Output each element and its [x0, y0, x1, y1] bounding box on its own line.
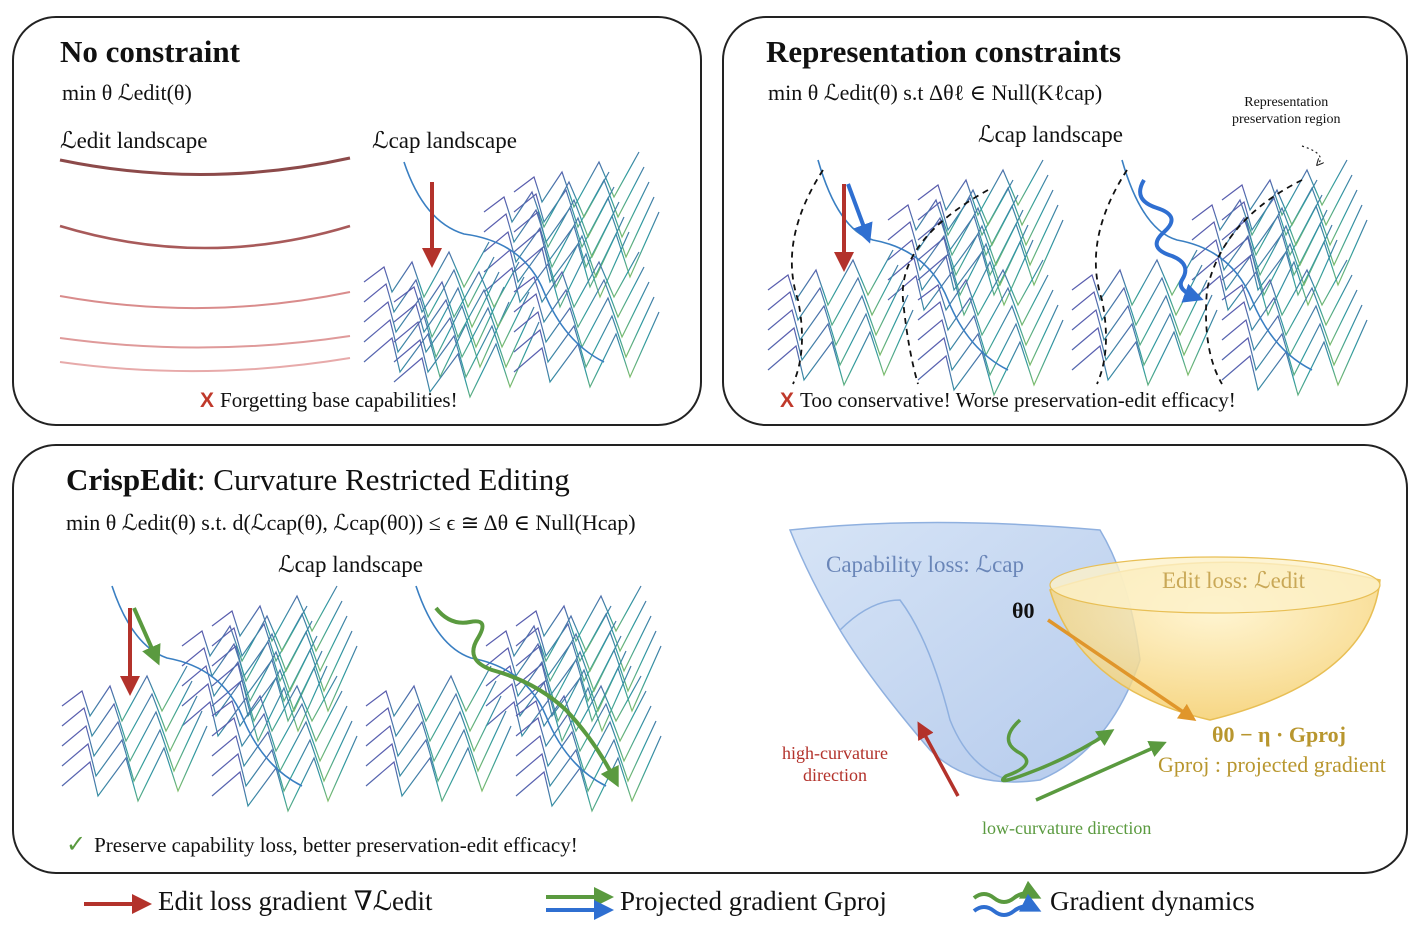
cap-contour-plot-right — [365, 585, 662, 812]
cap-landscape-label: ℒcap landscape — [278, 552, 423, 577]
x-mark-icon: X — [200, 389, 215, 412]
cap-contour-plot-left — [767, 159, 1064, 396]
edit-curve — [59, 156, 351, 176]
low-curvature-dynamics — [1001, 718, 1115, 783]
cap-contour-plot — [363, 151, 660, 398]
success-note: ✓Preserve capability loss, better preser… — [66, 830, 578, 858]
projected-gradient-arrow — [132, 607, 161, 666]
cap-landscape-label: ℒcap landscape — [372, 128, 517, 153]
edit-curve — [59, 335, 351, 349]
panel-no-constraint — [12, 16, 702, 426]
gproj-label: Gproj : projected gradient — [1158, 752, 1386, 777]
gradient-dynamics-path — [1138, 178, 1204, 303]
cap-landscape-label: ℒcap landscape — [978, 122, 1123, 147]
edit-curve — [59, 224, 351, 250]
x-mark-icon: X — [780, 389, 795, 412]
update-label: θ0 − η · Gproj — [1212, 722, 1346, 747]
cap-contour-plot-right — [1071, 145, 1368, 396]
legend-edit-gradient: Edit loss gradient ∇ℒedit — [158, 886, 433, 916]
edit-loss-label: Edit loss: ℒedit — [1162, 568, 1306, 593]
check-icon: ✓ — [66, 830, 87, 858]
edit-curve — [59, 357, 351, 373]
loss-surface-illustration — [788, 521, 1381, 802]
objective-formula: min θ ℒedit(θ) s.t. d(ℒcap(θ), ℒcap(θ0))… — [66, 510, 636, 535]
legend-gradient-dynamics-waves — [972, 880, 1042, 917]
region-note: Representation preservation region — [1232, 95, 1341, 127]
panel-title: CrispEdit: Curvature Restricted Editing — [66, 462, 570, 497]
panel-title: No constraint — [60, 34, 240, 69]
cap-contour-plot-left — [61, 585, 358, 812]
gradient-dynamics-path — [434, 606, 619, 788]
panel-title: Representation constraints — [766, 34, 1122, 69]
high-curvature-arrow — [917, 721, 960, 797]
high-curvature-label: high-curvature direction — [782, 743, 888, 785]
legend-projected-gradient: Projected gradient Gproj — [620, 886, 887, 916]
capability-loss-label: Capability loss: ℒcap — [826, 552, 1024, 577]
legend-gradient-dynamics: Gradient dynamics — [1050, 886, 1255, 916]
edit-landscape-label: ℒedit landscape — [60, 128, 208, 153]
legend-projected-gradient-arrows — [546, 887, 614, 920]
objective-formula: min θ ℒedit(θ) s.t Δθℓ ∈ Null(Kℓcap) — [768, 80, 1103, 105]
objective-formula: min θ ℒedit(θ) — [62, 80, 192, 105]
theta0-label: θ0 — [1012, 598, 1035, 623]
projected-gradient-arrow — [846, 183, 873, 244]
update-arrow — [1047, 618, 1197, 721]
legend-edit-gradient-arrow — [84, 894, 152, 914]
low-curvature-label: low-curvature direction — [982, 818, 1152, 838]
edit-curve — [59, 291, 351, 310]
low-curvature-arrow — [1035, 740, 1167, 802]
edit-landscape-curves — [59, 156, 351, 373]
